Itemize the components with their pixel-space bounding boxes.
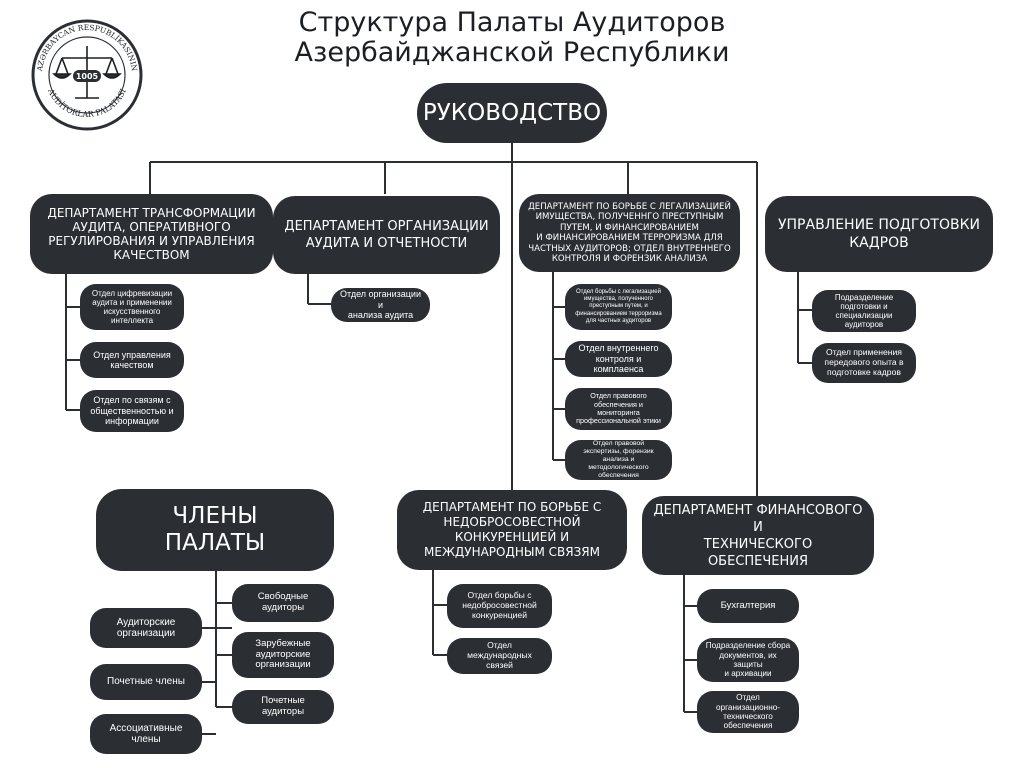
unit-auditor-training: Подразделение подготовки и специализации…: [812, 290, 916, 332]
member-label: Почетные аудиторы: [261, 695, 305, 717]
member-label: Свободные аудиторы: [257, 591, 309, 613]
member-label: Аудиторские организации: [116, 616, 176, 640]
members-label: ЧЛЕНЫ ПАЛАТЫ: [164, 503, 266, 556]
unit-audit-organization: Отдел организации и анализа аудита: [331, 288, 430, 322]
member-honorary-members: Почетные члены: [90, 664, 202, 700]
member-foreign-organizations: Зарубежные аудиторские организации: [232, 632, 334, 678]
dept-aml-box: ДЕПАРТАМЕНТ ПО БОРЬБЕ С ЛЕГАЛИЗАЦИЕЙ ИМУ…: [519, 194, 740, 272]
unit-label: Отдел международных связей: [467, 640, 532, 670]
dept-organization-box: ДЕПАРТАМЕНТ ОРГАНИЗАЦИИ АУДИТА И ОТЧЕТНО…: [273, 196, 500, 274]
dept-training-box: УПРАВЛЕНИЕ ПОДГОТОВКИ КАДРОВ: [765, 196, 993, 272]
unit-label: Отдел организации и анализа аудита: [340, 289, 421, 321]
page-title: Структура Палаты Аудиторов Азербайджанск…: [0, 8, 1024, 68]
root-label: РУКОВОДСТВО: [422, 100, 602, 126]
scales-seal-logo: AZƏRBAYCAN RESPUBLİKASININ AUDİTORLAR PA…: [31, 19, 143, 131]
title-line-1: Структура Палаты Аудиторов: [298, 7, 726, 38]
unit-label: Отдел внутреннего контроля и комплаенса: [578, 343, 659, 375]
unit-label: Отдел управления качеством: [93, 349, 171, 370]
dept-organization-label: ДЕПАРТАМЕНТ ОРГАНИЗАЦИИ АУДИТА И ОТЧЕТНО…: [284, 219, 489, 251]
unit-label: Подразделение подготовки и специализации…: [834, 292, 894, 330]
title-line-2: Азербайджанской Республики: [294, 37, 730, 68]
unit-technical-support: Отдел организационно- технического обесп…: [697, 691, 799, 733]
unit-anti-laundering: Отдел борьбы с легализацией имущества, п…: [565, 284, 672, 330]
member-honorary-auditors: Почетные аудиторы: [232, 690, 334, 724]
unit-international-relations: Отдел международных связей: [447, 638, 552, 674]
dept-competition-box: ДЕПАРТАМЕНТ ПО БОРЬБЕ С НЕДОБРОСОВЕСТНОЙ…: [397, 490, 627, 570]
member-free-auditors: Свободные аудиторы: [232, 584, 334, 622]
unit-label: Отдел организационно- технического обесп…: [715, 693, 780, 731]
unit-internal-control: Отдел внутреннего контроля и комплаенса: [565, 341, 672, 377]
unit-unfair-competition: Отдел борьбы с недобросовестной конкурен…: [447, 584, 552, 628]
member-label: Зарубежные аудиторские организации: [255, 637, 311, 671]
dept-finance-label: ДЕПАРТАМЕНТ ФИНАНСОВОГО И ТЕХНИЧЕСКОГО О…: [653, 502, 863, 569]
unit-legal-support: Отдел правового обеспечения и мониторинг…: [565, 388, 672, 430]
dept-training-label: УПРАВЛЕНИЕ ПОДГОТОВКИ КАДРОВ: [778, 217, 980, 251]
member-audit-organizations: Аудиторские организации: [90, 608, 202, 648]
unit-accounting: Бухгалтерия: [697, 589, 799, 623]
unit-label: Отдел борьбы с легализацией имущества, п…: [575, 288, 662, 324]
dept-competition-label: ДЕПАРТАМЕНТ ПО БОРЬБЕ С НЕДОБРОСОВЕСТНОЙ…: [422, 500, 602, 559]
unit-public-relations: Отдел по связям с общественностью и инфо…: [80, 390, 184, 432]
members-box: ЧЛЕНЫ ПАЛАТЫ: [96, 489, 334, 571]
unit-label: Отдел по связям с общественностью и инфо…: [90, 395, 174, 427]
logo-year: 1005: [76, 72, 99, 81]
unit-label: Отдел применения передового опыта в подг…: [824, 347, 904, 377]
unit-label: Отдел правового обеспечения и мониторинг…: [576, 391, 661, 426]
unit-label: Бухгалтерия: [720, 599, 776, 611]
dept-transformation-box: ДЕПАРТАМЕНТ ТРАНСФОРМАЦИИ АУДИТА, ОПЕРАТ…: [30, 194, 273, 274]
member-label: Почетные члены: [107, 676, 185, 688]
unit-label: Отдел борьбы с недобросовестной конкурен…: [462, 590, 537, 620]
unit-legal-expertise: Отдел правовой экспертизы, форензик анал…: [565, 440, 672, 480]
unit-digitalization: Отдел цифревизации аудита и применении и…: [80, 284, 184, 330]
unit-label: Отдел правовой экспертизы, форензик анал…: [583, 440, 654, 479]
member-associate-members: Ассоциативные члены: [90, 714, 202, 754]
root-leadership-box: РУКОВОДСТВО: [417, 83, 607, 143]
member-label: Ассоциативные члены: [109, 722, 183, 746]
unit-best-practice: Отдел применения передового опыта в подг…: [812, 343, 916, 383]
unit-quality-management: Отдел управления качеством: [80, 342, 184, 378]
dept-transformation-label: ДЕПАРТАМЕНТ ТРАНСФОРМАЦИИ АУДИТА, ОПЕРАТ…: [47, 206, 256, 262]
unit-archive: Подразделение сбора документов, их защит…: [697, 638, 799, 682]
dept-aml-label: ДЕПАРТАМЕНТ ПО БОРЬБЕ С ЛЕГАЛИЗАЦИЕЙ ИМУ…: [528, 201, 731, 265]
unit-label: Отдел цифревизации аудита и применении и…: [91, 288, 173, 326]
dept-finance-box: ДЕПАРТАМЕНТ ФИНАНСОВОГО И ТЕХНИЧЕСКОГО О…: [642, 496, 874, 575]
unit-label: Подразделение сбора документов, их защит…: [705, 641, 791, 679]
